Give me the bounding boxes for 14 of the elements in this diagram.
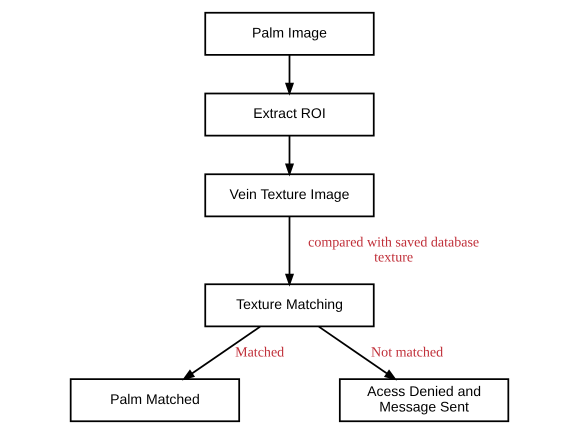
arrow [318,326,398,380]
edge-label: compared with saved database texture [308,234,480,266]
node-box: Vein Texture Image [204,173,375,218]
arrow [182,326,261,380]
node-box: Acess Denied and Message Sent [338,378,510,422]
edge-label: Matched [235,344,284,360]
arrow [284,216,294,287]
node-box: Extract ROI [204,92,375,137]
arrow [284,136,294,176]
node-box: Texture Matching [204,283,375,328]
node-box: Palm Matched [70,378,240,422]
edge-label: Not matched [371,344,444,360]
node-box: Palm Image [204,12,375,56]
arrow [284,55,294,96]
